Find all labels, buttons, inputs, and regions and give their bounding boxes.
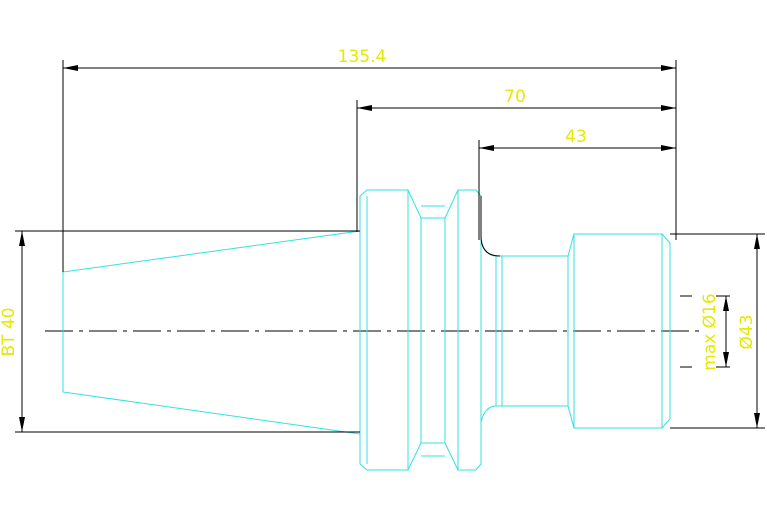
dim-43-ext-curve xyxy=(480,196,501,257)
dim-taper-size-label: BT 40 xyxy=(0,307,19,356)
flange-right-ring xyxy=(457,189,482,471)
dim-43-arrow-right xyxy=(661,145,676,151)
dim-135-arrow-right xyxy=(661,65,676,71)
bt40-arrow-bottom xyxy=(19,417,25,432)
dia16-arrow-top xyxy=(723,296,729,311)
dim-70-arrow-right xyxy=(661,105,676,111)
nose-collar xyxy=(567,233,671,429)
v-groove xyxy=(407,189,459,471)
dim-overall-length-label: 135.4 xyxy=(338,47,387,67)
dim-43-arrow-left xyxy=(479,145,494,151)
part-outline xyxy=(62,189,671,471)
dim-shank-to-end-label: 43 xyxy=(565,127,587,147)
dia43-arrow-top xyxy=(754,234,760,249)
dim-135-arrow-left xyxy=(63,65,78,71)
taper-cone xyxy=(62,230,361,435)
dia16-arrow-bottom xyxy=(723,352,729,367)
bt40-arrow-top xyxy=(19,231,25,246)
dim-flange-to-end-label: 70 xyxy=(504,87,526,107)
dim-max-bore-label: max Ø16 xyxy=(700,293,720,370)
dimension-lines xyxy=(15,60,765,433)
dim-70-arrow-left xyxy=(357,105,372,111)
dim-outer-diameter-label: Ø43 xyxy=(737,314,757,349)
dia43-arrow-bottom xyxy=(754,413,760,428)
